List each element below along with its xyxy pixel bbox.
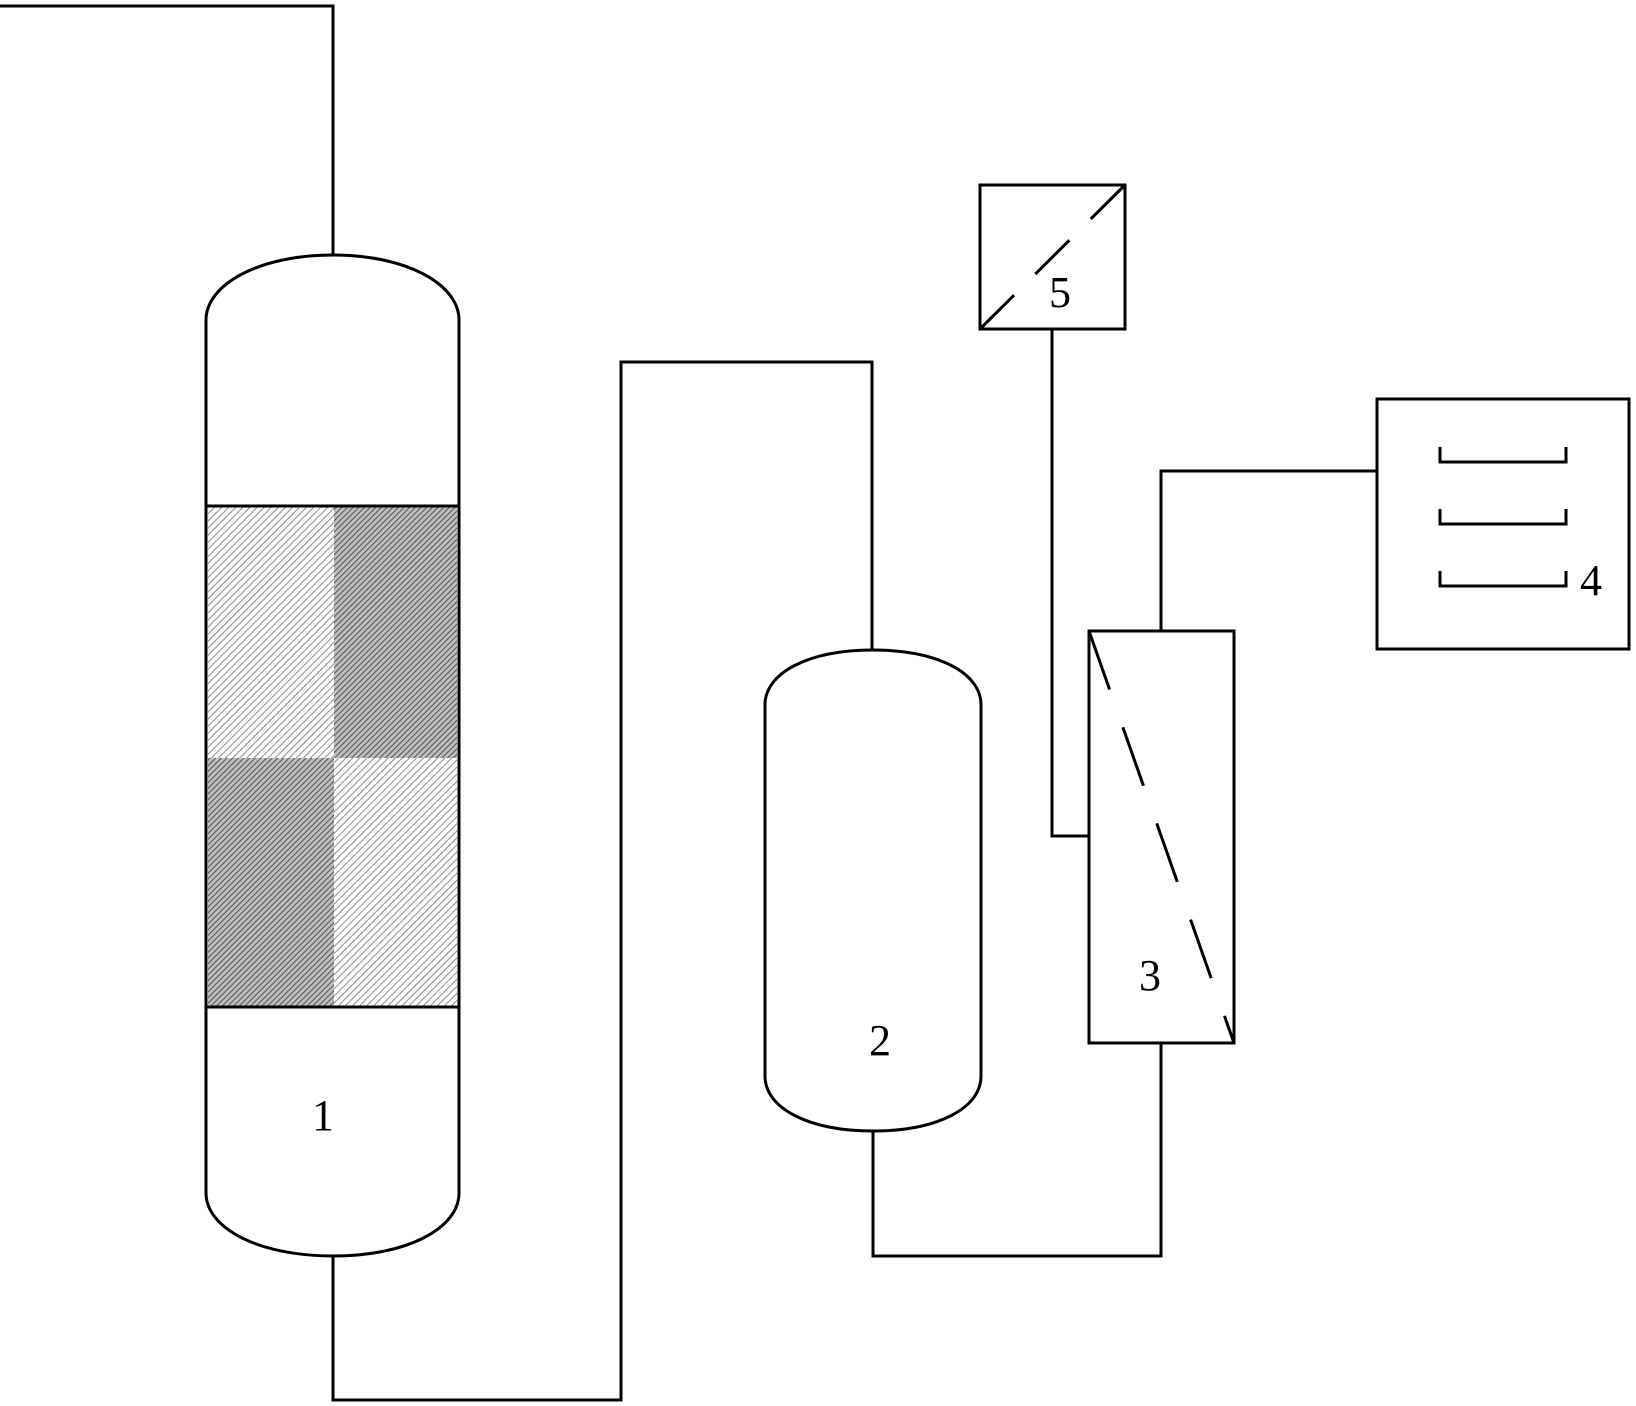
unit-4-label: 4 [1580,556,1602,605]
catalyst-bed-upper-left [208,506,334,758]
unit-5: 5 [978,183,1127,331]
reactor-1: 1 [204,253,461,1258]
vessel-2-shell [763,648,983,1133]
vessel-2: 2 [763,648,983,1133]
unit-5-diagonal-dashed [978,183,1127,331]
vessel-2-label: 2 [869,1016,891,1065]
vessel-to-unit3-pipe [871,1043,1163,1258]
unit-4-tray-2 [1438,509,1568,526]
unit-3: 3 [1087,629,1236,1045]
unit-4-tray-1 [1438,447,1568,464]
unit-4: 4 [1375,397,1631,651]
reactor-1-label: 1 [312,1091,334,1140]
unit-5-label: 5 [1049,268,1071,317]
feed-inlet-pipe [0,4,335,255]
catalyst-bed-lower-right [334,758,457,1007]
catalyst-bed-lower-left [208,758,334,1007]
unit-3-diagonal-dashed [1087,630,1236,1044]
reactor-to-vessel-pipe [331,360,874,1402]
unit5-to-unit3-pipe [1050,329,1089,838]
unit-3-label: 3 [1139,951,1161,1000]
catalyst-bed-upper-right [334,506,457,758]
unit3-to-unit4-pipe [1159,469,1377,631]
unit-4-tray-3 [1438,571,1568,588]
